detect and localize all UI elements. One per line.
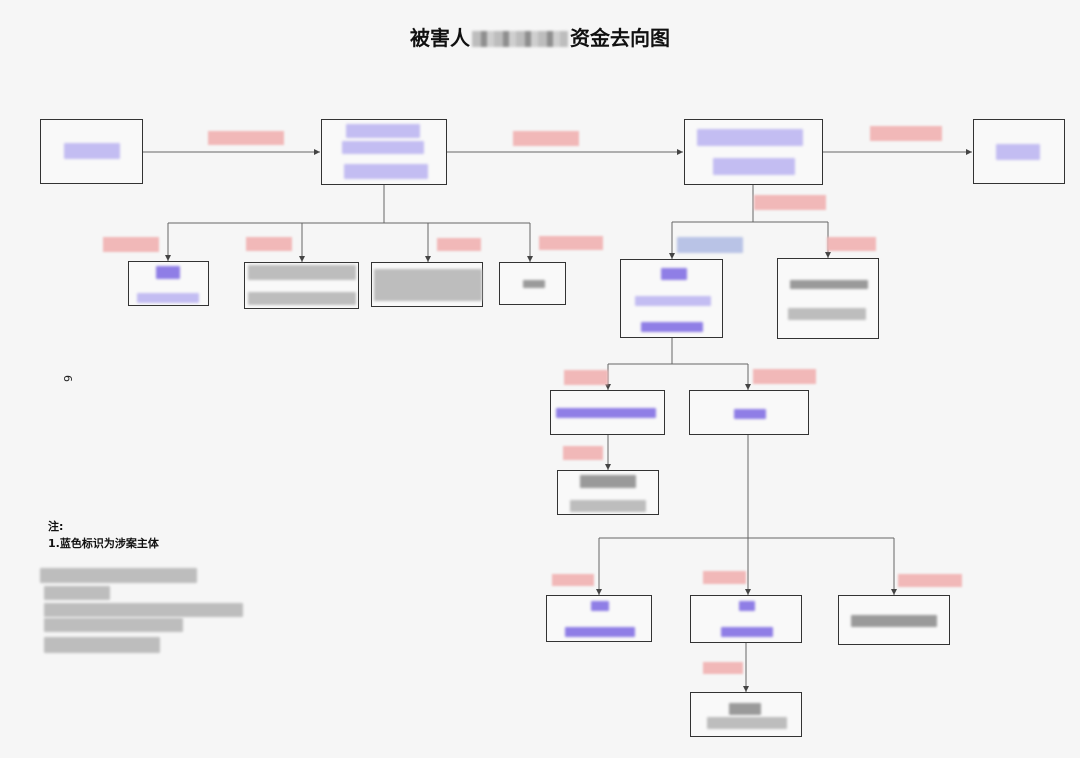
node-text-redacted bbox=[346, 124, 420, 138]
node-n3-child-1 bbox=[546, 595, 652, 642]
edge-label bbox=[563, 446, 603, 460]
chart-title: 被害人 资金去向图 bbox=[0, 22, 1080, 51]
node-text-redacted bbox=[707, 717, 787, 729]
node-l1-child-2 bbox=[244, 262, 359, 309]
edge-label bbox=[753, 369, 816, 384]
node-level2-account bbox=[684, 119, 823, 185]
node-text-redacted bbox=[739, 601, 755, 611]
edge-label bbox=[703, 662, 743, 674]
note-text-redacted bbox=[44, 618, 183, 632]
node-text-redacted bbox=[64, 143, 120, 159]
edge-label bbox=[754, 195, 826, 210]
node-text-redacted bbox=[565, 627, 635, 637]
edge-label bbox=[898, 574, 962, 587]
node-level3-account bbox=[973, 119, 1065, 184]
node-text-redacted bbox=[591, 601, 609, 611]
node-text-redacted bbox=[729, 703, 761, 715]
note-text-redacted bbox=[40, 568, 197, 583]
node-level1-account bbox=[321, 119, 447, 185]
edge-label bbox=[870, 126, 942, 141]
edge-label bbox=[539, 236, 603, 250]
node-text-redacted bbox=[734, 409, 766, 419]
redacted-victim-name bbox=[472, 31, 568, 47]
node-text-redacted bbox=[523, 280, 545, 288]
title-suffix: 资金去向图 bbox=[570, 26, 670, 50]
node-text-redacted bbox=[851, 615, 937, 627]
edge-label bbox=[103, 237, 159, 252]
node-text-redacted bbox=[721, 627, 773, 637]
node-n3-child-2 bbox=[690, 595, 802, 643]
node-l1-child-3 bbox=[371, 262, 483, 307]
stray-mark: 6 bbox=[61, 375, 74, 382]
node-text-redacted bbox=[996, 144, 1040, 160]
node-text-redacted bbox=[790, 280, 868, 289]
title-prefix: 被害人 bbox=[410, 26, 470, 50]
node-text-redacted bbox=[697, 129, 803, 146]
edge-label bbox=[827, 237, 876, 251]
edge-label bbox=[564, 370, 608, 385]
node-text-redacted bbox=[156, 266, 180, 279]
node-text-redacted bbox=[344, 164, 428, 179]
node-l2-child-involved bbox=[620, 259, 723, 338]
note-heading: 注: bbox=[48, 520, 64, 533]
note-text-redacted bbox=[44, 586, 110, 600]
node-text-redacted bbox=[635, 296, 711, 306]
node-text-redacted bbox=[374, 269, 482, 301]
node-text-redacted bbox=[580, 475, 636, 488]
note-text-redacted bbox=[44, 603, 243, 617]
node-l1-child-4 bbox=[499, 262, 566, 305]
involved-entity-tag bbox=[677, 237, 743, 253]
node-text-redacted bbox=[556, 408, 656, 418]
node-l1-child-1 bbox=[128, 261, 209, 306]
node-text-redacted bbox=[137, 293, 199, 303]
edge-label bbox=[703, 571, 746, 584]
node-text-redacted bbox=[342, 141, 424, 154]
edge-label bbox=[246, 237, 292, 251]
edge-label bbox=[552, 574, 594, 586]
edge-label bbox=[437, 238, 481, 251]
node-text-redacted bbox=[641, 322, 703, 332]
node-source-account bbox=[40, 119, 143, 184]
edge-label bbox=[208, 131, 284, 145]
node-n1-child-1 bbox=[550, 390, 665, 435]
node-n6-child bbox=[690, 692, 802, 737]
node-text-redacted bbox=[248, 292, 356, 305]
node-text-redacted bbox=[570, 500, 646, 512]
node-text-redacted bbox=[248, 265, 356, 280]
node-n3-child-3 bbox=[838, 595, 950, 645]
legend-note: 注: 1.蓝色标识为涉案主体 bbox=[48, 518, 159, 552]
node-text-redacted bbox=[661, 268, 687, 280]
node-l2-child-2 bbox=[777, 258, 879, 339]
node-n1-child-2 bbox=[689, 390, 809, 435]
note-line-1: 1.蓝色标识为涉案主体 bbox=[48, 537, 159, 550]
note-text-redacted bbox=[44, 637, 160, 653]
node-text-redacted bbox=[713, 158, 795, 175]
edge-label bbox=[513, 131, 579, 146]
node-text-redacted bbox=[788, 308, 866, 320]
node-n2-child bbox=[557, 470, 659, 515]
